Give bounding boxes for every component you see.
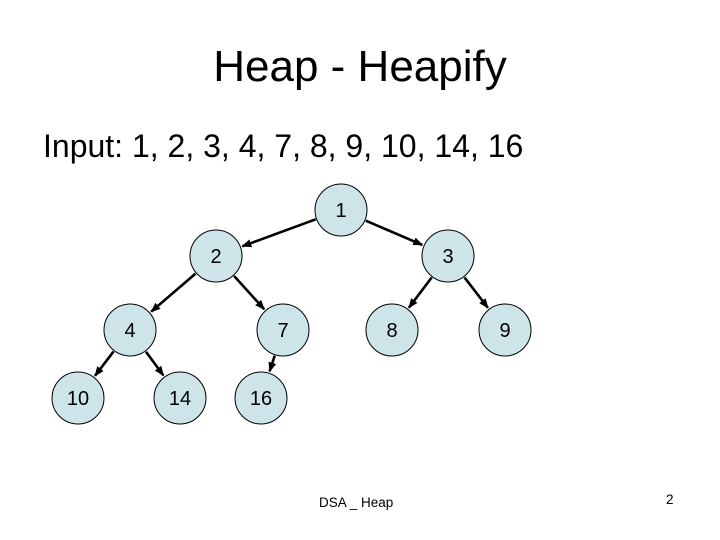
node-circle (153, 371, 207, 425)
tree-node-1: 1 (314, 183, 368, 237)
node-label: 16 (250, 388, 272, 410)
tree-edge-4-14 (144, 351, 165, 377)
node-circle (103, 303, 157, 357)
tree-node-4: 4 (103, 303, 157, 357)
node-circle (421, 229, 475, 283)
node-circle (365, 303, 419, 357)
tree-edge-2-7 (233, 275, 266, 311)
tree-node-16: 16 (234, 371, 288, 425)
node-label: 9 (499, 320, 510, 342)
tree-node-8: 8 (365, 303, 419, 357)
input-sequence-text: Input: 1, 2, 3, 4, 7, 8, 9, 10, 14, 16 (43, 128, 524, 164)
node-label: 3 (442, 246, 453, 268)
tree-node-3: 3 (421, 229, 475, 283)
node-label: 1 (335, 200, 346, 222)
tree-edge-7-16 (268, 355, 277, 373)
node-circle (256, 303, 310, 357)
slide-title: Heap - Heapify (213, 42, 507, 91)
node-label: 7 (277, 320, 288, 342)
node-circle (478, 303, 532, 357)
node-label: 4 (124, 320, 135, 342)
node-circle (189, 229, 243, 283)
tree-edge-3-8 (407, 276, 433, 309)
tree-node-7: 7 (256, 303, 310, 357)
tree-node-10: 10 (51, 371, 105, 425)
tree-edge-1-3 (365, 219, 424, 247)
tree-edge-3-9 (463, 276, 489, 309)
tree-node-2: 2 (189, 229, 243, 283)
node-circle (234, 371, 288, 425)
tree-edge-1-2 (241, 218, 317, 248)
node-circle (314, 183, 368, 237)
tree-edge-4-10 (93, 350, 115, 377)
node-label: 8 (386, 320, 397, 342)
tree-node-14: 14 (153, 371, 207, 425)
node-circle (51, 371, 105, 425)
tree-node-9: 9 (478, 303, 532, 357)
node-label: 10 (67, 388, 89, 410)
node-label: 2 (210, 246, 221, 268)
page-number: 2 (666, 492, 674, 507)
tree-edge-2-4 (150, 272, 197, 313)
node-label: 14 (169, 388, 191, 410)
footer-text: DSA _ Heap (319, 495, 394, 510)
